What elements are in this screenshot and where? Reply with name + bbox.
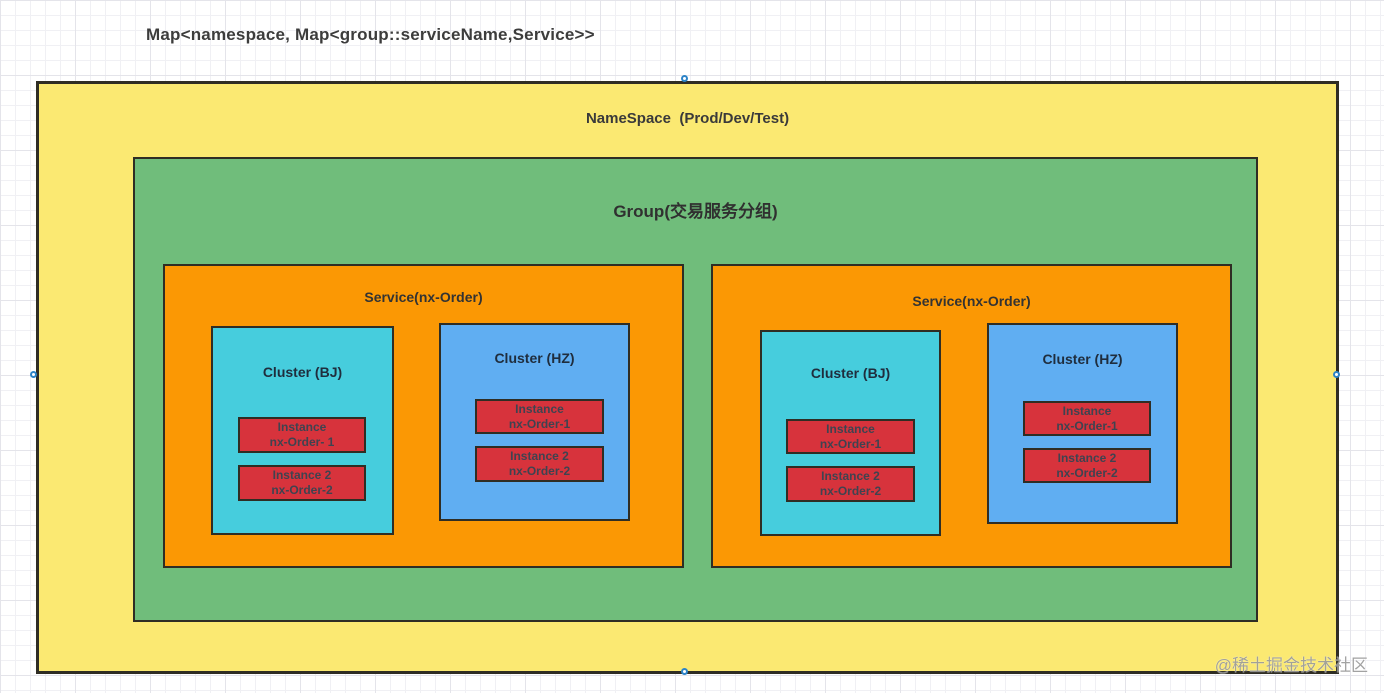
instance-id: nx-Order-2 (1056, 465, 1118, 480)
instance-name: Instance (826, 421, 875, 436)
instance-box[interactable]: Instance nx-Order- 1 (238, 417, 366, 453)
cluster-bj-label-left: Cluster (BJ) (262, 364, 343, 380)
instance-id: nx-Order-1 (819, 436, 882, 451)
selection-handle-right-icon[interactable] (1333, 371, 1340, 378)
map-declaration-title[interactable]: Map<namespace, Map<group::serviceName,Se… (146, 25, 595, 44)
instance-box[interactable]: Instance nx-Order-1 (1023, 401, 1151, 436)
service-label-right: Service(nx-Order) (912, 293, 1031, 309)
service-label-left: Service(nx-Order) (364, 289, 483, 305)
instance-box[interactable]: Instance nx-Order-1 (475, 399, 604, 434)
instance-id: nx-Order-1 (1056, 418, 1118, 433)
instance-name: Instance 2 (510, 449, 569, 463)
instance-box[interactable]: Instance 2 nx-Order-2 (238, 465, 366, 501)
instance-id: nx-Order-1 (508, 416, 571, 431)
instance-box[interactable]: Instance 2 nx-Order-2 (786, 466, 915, 502)
instance-id: nx-Order-2 (271, 483, 333, 497)
instance-box[interactable]: Instance 2 nx-Order-2 (1023, 448, 1151, 483)
group-label: Group(交易服务分组) (613, 202, 778, 221)
cluster-bj-label-right: Cluster (BJ) (810, 365, 891, 381)
instance-name: Instance (277, 420, 327, 434)
instance-name: Instance 2 (821, 469, 880, 483)
instance-name: Instance (1062, 403, 1112, 418)
instance-id: nx-Order- 1 (269, 435, 335, 449)
instance-box[interactable]: Instance 2 nx-Order-2 (475, 446, 604, 482)
juejin-watermark: @稀土掘金技术社区 (1214, 656, 1368, 675)
instance-name: Instance 2 (272, 468, 332, 482)
cluster-hz-label-right: Cluster (HZ) (1042, 351, 1123, 367)
cluster-hz-label-left: Cluster (HZ) (494, 350, 575, 366)
instance-id: nx-Order-2 (508, 464, 571, 478)
instance-id: nx-Order-2 (819, 484, 882, 498)
selection-handle-bottom-icon[interactable] (681, 668, 688, 675)
namespace-label: NameSpace (Prod/Dev/Test) (585, 110, 790, 127)
instance-name: Instance 2 (1057, 450, 1117, 465)
selection-handle-left-icon[interactable] (30, 371, 37, 378)
instance-name: Instance (515, 401, 564, 416)
instance-box[interactable]: Instance nx-Order-1 (786, 419, 915, 454)
selection-handle-top-icon[interactable] (681, 75, 688, 82)
